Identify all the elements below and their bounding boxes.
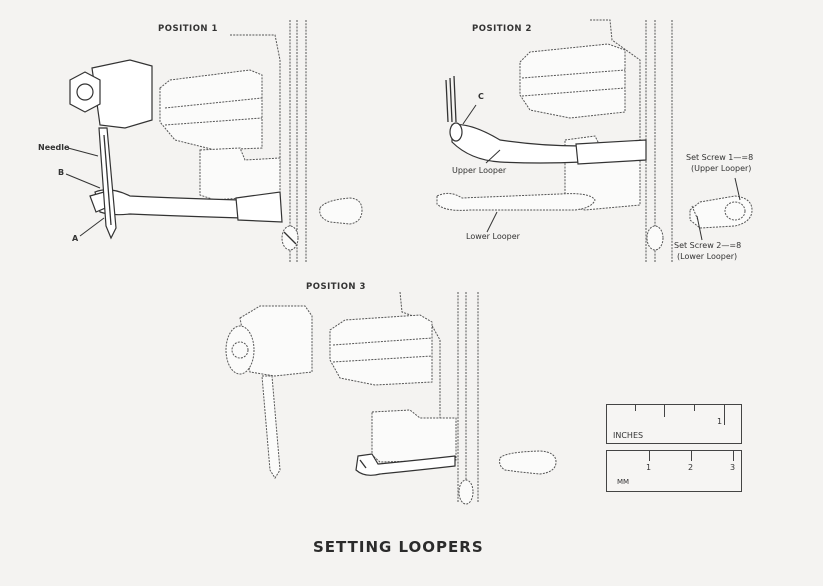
mm-ruler: 1 2 3 MM (606, 450, 742, 492)
ruler-tick (733, 451, 734, 461)
set-screw-2-sublabel: (Lower Looper) (677, 252, 738, 261)
ruler-tick (649, 451, 650, 461)
mm-label: MM (617, 478, 630, 486)
inches-mark: 1 (717, 417, 723, 426)
set-screw-2-label: Set Screw 2—=8 (674, 241, 742, 250)
callout-b: B (58, 168, 65, 177)
slot-shape (319, 197, 363, 225)
set-screw-1-label: Set Screw 1—=8 (686, 153, 754, 162)
position-2-label: POSITION 2 (472, 24, 532, 34)
callout-a: A (72, 234, 79, 243)
ruler-tick (635, 405, 636, 411)
inches-ruler: 1 INCHES (606, 404, 742, 444)
position-1-drawing (65, 20, 307, 262)
page-title: SETTING LOOPERS (313, 538, 484, 556)
position-2-drawing (436, 19, 753, 262)
position-3-drawing (225, 291, 557, 505)
inches-label: INCHES (613, 431, 644, 440)
ruler-tick (724, 405, 725, 425)
ruler-tick (691, 451, 692, 461)
callout-needle: Needle (38, 143, 70, 152)
position-1-label: POSITION 1 (158, 24, 218, 34)
position-3-label: POSITION 3 (306, 282, 366, 292)
ruler-tick (694, 405, 695, 411)
mm-mark-1: 1 (646, 463, 652, 472)
ruler-tick (664, 405, 665, 417)
callout-c: C (478, 92, 484, 101)
callout-upper-looper: Upper Looper (452, 166, 507, 175)
set-screw-1-sublabel: (Upper Looper) (691, 164, 752, 173)
mm-mark-2: 2 (688, 463, 694, 472)
mm-mark-3: 3 (730, 463, 736, 472)
callout-lower-looper: Lower Looper (466, 232, 520, 241)
